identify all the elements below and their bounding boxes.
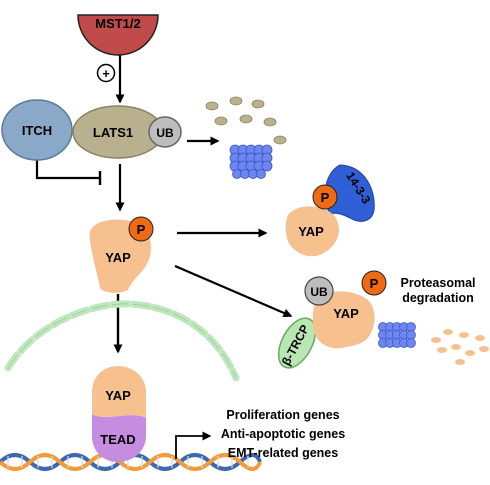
gene-label-emt: EMT-related genes xyxy=(228,446,338,460)
phospho-label: P xyxy=(137,222,146,237)
yap-btrcp-complex: β-TRCP YAP UB P xyxy=(277,270,387,369)
proteasome-icon xyxy=(229,144,273,179)
mst-shape xyxy=(77,14,159,56)
nuclear-membrane-outline xyxy=(7,303,237,379)
phospho-circle xyxy=(128,216,154,242)
mst-label: MST1/2 xyxy=(95,16,141,31)
yap-node-cytoplasm: YAP P xyxy=(89,216,154,293)
ub-node-lats: UB xyxy=(148,116,182,148)
itch-node: ITCH xyxy=(1,99,73,161)
yap-label-degradation: YAP xyxy=(333,306,359,321)
proteasome-icon-2 xyxy=(378,322,416,348)
transcription-arrow xyxy=(175,431,212,459)
ub-circle-degradation xyxy=(304,276,334,306)
dna-strand-orange xyxy=(0,453,262,471)
lats1-node: LATS1 xyxy=(72,105,164,159)
yap-tead-complex: YAP TEAD xyxy=(92,366,146,462)
tead-label: TEAD xyxy=(100,432,135,447)
phospho-circle-1433 xyxy=(312,184,338,210)
degradation-label-line2: degradation xyxy=(402,291,474,305)
gene-label-antiapoptotic: Anti-apoptotic genes xyxy=(221,427,345,441)
yap-fragments xyxy=(431,329,489,365)
phospho-label-1433: P xyxy=(321,190,330,205)
lats1-label: LATS1 xyxy=(93,125,133,140)
yap-label-1433: YAP xyxy=(298,224,324,239)
yap-shape-nucleus xyxy=(92,366,146,418)
itch-inhibits-yap-connector xyxy=(35,158,99,180)
yap-shape-degradation xyxy=(312,291,375,349)
yap-shape-1433 xyxy=(285,206,339,257)
yap-to-degradation-arrow xyxy=(174,264,293,318)
activation-plus: + xyxy=(96,63,116,83)
itch-label: ITCH xyxy=(22,123,52,138)
degradation-label-line1: Proteasomal xyxy=(400,276,475,290)
lats-fragments xyxy=(205,96,287,145)
yap-label-nucleus: YAP xyxy=(105,388,131,403)
mst-node: MST1/2 xyxy=(77,14,159,56)
yap-1433-complex: 14-3-3 YAP P xyxy=(285,164,375,257)
phospho-circle-degradation xyxy=(361,270,387,296)
phospho-label-degradation: P xyxy=(370,276,379,291)
yap-label-cytoplasm: YAP xyxy=(105,250,131,265)
plus-label: + xyxy=(102,66,110,81)
btrcp-shape xyxy=(277,317,317,369)
tead-shape xyxy=(92,414,146,462)
ub-label-lats: UB xyxy=(156,126,174,140)
gene-label-proliferation: Proliferation genes xyxy=(226,408,339,422)
ub-label-degradation: UB xyxy=(310,285,328,299)
